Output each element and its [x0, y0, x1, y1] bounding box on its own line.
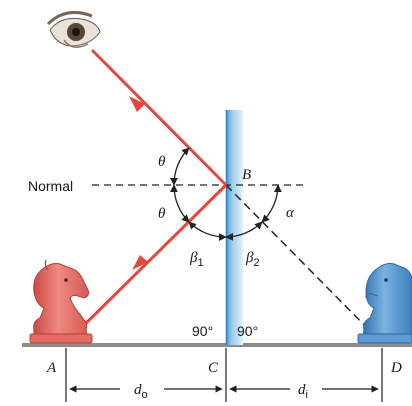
angle-arcs — [170, 147, 282, 241]
normal-label: Normal — [28, 178, 73, 194]
mirror — [225, 110, 243, 345]
theta-top-arc — [170, 147, 190, 186]
d-object-label: do — [134, 382, 148, 401]
angle-90-left-label: 90° — [192, 323, 213, 339]
point-a-label: A — [46, 360, 57, 376]
angle-90-right-label: 90° — [237, 323, 258, 339]
point-d-label: D — [390, 360, 402, 376]
theta-bottom-label: θ — [158, 206, 166, 222]
point-c-label: C — [208, 360, 219, 376]
alpha-arc — [261, 184, 282, 223]
beta2-label: β2 — [245, 250, 260, 269]
alpha-label: α — [286, 205, 295, 221]
point-b-label: B — [242, 167, 251, 183]
d-image-label: di — [298, 382, 308, 401]
red-knight-icon — [29, 259, 93, 344]
eye-icon — [46, 10, 101, 48]
blue-knight-icon — [357, 263, 412, 344]
incident-ray-arrow — [132, 255, 148, 270]
virtual-ray — [225, 184, 383, 344]
beta1-label: β1 — [189, 250, 204, 269]
ground-line — [22, 343, 412, 347]
incident-ray — [64, 183, 228, 345]
dimension-lines — [65, 348, 383, 402]
beta1-arc — [188, 221, 227, 241]
beta2-arc — [225, 221, 263, 241]
reflected-ray — [90, 48, 228, 187]
theta-top-label: θ — [158, 154, 166, 170]
theta-bottom-arc — [170, 184, 190, 223]
reflected-ray-arrow — [129, 96, 145, 112]
